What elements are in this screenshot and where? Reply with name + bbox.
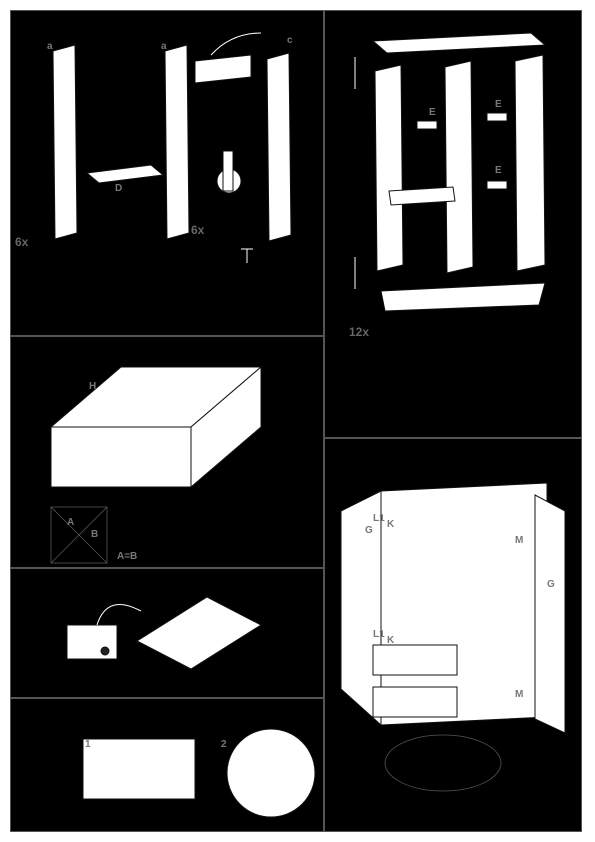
diagonal-square [50,506,108,564]
hinge-step-2: 2 [221,739,227,750]
label-k-bottom: K [387,635,395,646]
instruction-sheet: a a c D 6x 6x E E E 12x [10,10,582,832]
base-board [380,282,546,312]
label-e-1: E [429,107,436,118]
label-d: D [115,183,123,194]
carcass-side [190,365,262,489]
label-l1-top: L1 [373,513,385,524]
hinge-detail-1 [82,738,196,800]
carcass-shelf [388,186,456,206]
back-panel-drawing [49,365,263,564]
doors-drawers-drawing [340,482,566,792]
side-panel-right [266,52,292,242]
carcass-right-side [514,54,546,272]
step-hinge-adjustment: 1 2 [10,698,324,832]
label-g-right: G [547,579,555,590]
shelf-board [85,164,165,184]
right-door [534,494,566,734]
hinge-detail-2 [226,728,316,818]
step-carcass-assembly: E E E 12x [324,10,582,438]
carcass-left-side [374,64,404,272]
label-e-3: E [495,165,502,176]
count-6x-middle: 6x [191,223,205,237]
label-h: H [89,381,97,392]
connector-e-2 [486,112,508,122]
door-hinge-drawing [66,596,263,670]
side-panels-drawing [52,32,292,263]
drawer-top [372,644,458,676]
carcass-front [50,426,192,488]
side-panel-left [52,44,78,240]
carcass-middle-side [444,60,474,274]
door-panel [135,596,263,670]
hinge-cup-zoom [66,624,118,660]
top-board [371,32,547,54]
hinge-step-1: 1 [85,739,91,750]
label-a-equals-b: A=B [117,551,138,562]
cam-box [194,54,252,84]
label-e-2: E [495,99,502,110]
cam-arrow [210,32,262,56]
screw-icon [100,646,110,656]
label-a-left: a [47,41,53,52]
step-side-panels-shelf: a a c D 6x 6x [10,10,324,336]
label-m-top: M [515,535,524,546]
floor-shadow [384,734,502,792]
label-g-left: G [365,525,373,536]
label-c: c [287,35,293,46]
step-back-panel-nailing: H A B A=B [10,336,324,568]
count-12x: 12x [349,325,370,339]
label-m-bottom: M [515,689,524,700]
label-a-diagonal: A [67,517,75,528]
hinge-adjustment-drawing [82,728,316,818]
step-door-hinge-cup [10,568,324,698]
drawer-bottom [372,686,458,718]
screwdriver-icon [222,150,234,192]
step-doors-drawers: L1 L1 K K G G M M [324,438,582,832]
connector-e-1 [416,120,438,130]
carcass-drawing [354,32,547,312]
label-l1-bottom: L1 [373,629,385,640]
zoom-arrow [96,604,142,626]
connector-e-3 [486,180,508,190]
left-door [340,490,382,727]
side-panel-middle [164,44,190,240]
count-6x-left: 6x [15,235,29,249]
label-a-middle: a [161,41,167,52]
label-k-top: K [387,519,395,530]
label-b-diagonal: B [91,529,99,540]
